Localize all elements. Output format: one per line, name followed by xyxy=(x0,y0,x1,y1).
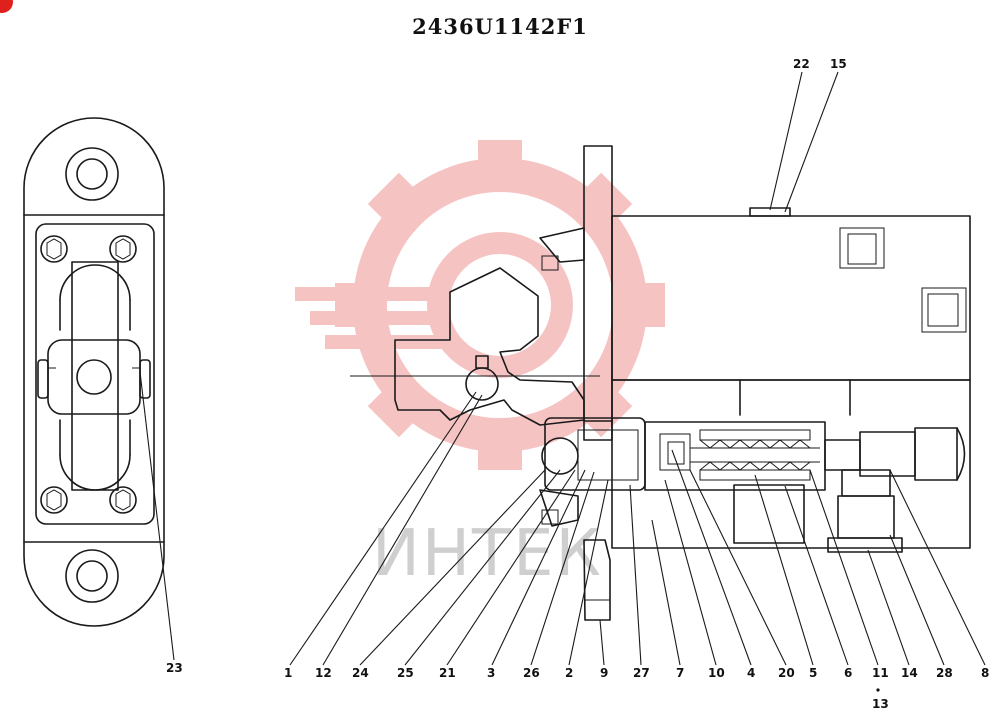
part-label-5: 5 xyxy=(809,666,817,680)
bottom-fitting-right-head xyxy=(841,469,891,497)
knurled-knob-bottom xyxy=(541,509,559,525)
end-view xyxy=(23,117,165,627)
part-label-28: 28 xyxy=(936,666,953,680)
drawing-title: 2436U1142F1 xyxy=(412,14,588,39)
leader-lines xyxy=(139,71,986,666)
part-label-1: 1 xyxy=(284,666,292,680)
mount-hole-bottom-outer xyxy=(65,549,119,603)
part-label-4: 4 xyxy=(747,666,755,680)
mounting-plate xyxy=(583,145,613,422)
bolt-head-icon xyxy=(109,486,137,514)
spring-coil-icon xyxy=(699,439,811,449)
part-label-9: 9 xyxy=(600,666,608,680)
section-view xyxy=(350,145,971,621)
watermark-gear xyxy=(295,140,665,470)
part-label-21: 21 xyxy=(439,666,456,680)
end-plate-outline xyxy=(23,117,165,627)
part-label-8: 8 xyxy=(981,666,989,680)
inner-flange xyxy=(35,223,155,525)
lever-arm xyxy=(394,267,585,426)
watermark-text: ИНТЕК xyxy=(372,517,603,591)
part-label-24: 24 xyxy=(352,666,369,680)
lever-foot xyxy=(583,539,611,621)
part-labels: 1 12 24 25 21 3 26 2 9 27 7 10 4 20 5 6 … xyxy=(166,57,989,711)
bottom-fitting-right xyxy=(837,495,895,539)
part-label-7: 7 xyxy=(676,666,684,680)
valve-body-lower xyxy=(611,379,971,549)
part-label-14: 14 xyxy=(901,666,918,680)
part-label-3: 3 xyxy=(487,666,495,680)
mount-hole-bottom-inner xyxy=(76,560,108,592)
ball-21 xyxy=(541,437,579,475)
part-label-12: 12 xyxy=(315,666,332,680)
pivot-block xyxy=(47,339,141,415)
mount-hole-top-inner xyxy=(76,158,108,190)
part-label-13: 13 xyxy=(872,697,889,711)
part-label-23: 23 xyxy=(166,661,183,675)
end-cap xyxy=(914,427,958,481)
port-upper xyxy=(839,227,885,269)
bottom-fitting-left xyxy=(733,484,805,544)
pivot-pin xyxy=(76,359,112,395)
part-label-25: 25 xyxy=(397,666,414,680)
part-label-15: 15 xyxy=(830,57,847,71)
knurled-knob-top xyxy=(541,255,559,271)
corner-badge xyxy=(0,0,13,13)
bolt-head-icon xyxy=(109,235,137,263)
bolt-head-icon xyxy=(40,486,68,514)
mount-hole-top-outer xyxy=(65,147,119,201)
part-label-22: 22 xyxy=(793,57,810,71)
part-label-11: 11 xyxy=(872,666,889,680)
poppet xyxy=(824,439,861,471)
valve-body-upper xyxy=(611,215,971,381)
dot-marker xyxy=(876,688,880,692)
bolt-head-icon xyxy=(40,235,68,263)
part-label-10: 10 xyxy=(708,666,725,680)
part-label-2: 2 xyxy=(565,666,573,680)
port-side xyxy=(921,287,967,333)
part-label-26: 26 xyxy=(523,666,540,680)
part-label-6: 6 xyxy=(844,666,852,680)
spring-seat xyxy=(659,433,691,471)
part-label-27: 27 xyxy=(633,666,650,680)
clamp-top xyxy=(539,227,585,263)
part-label-20: 20 xyxy=(778,666,795,680)
